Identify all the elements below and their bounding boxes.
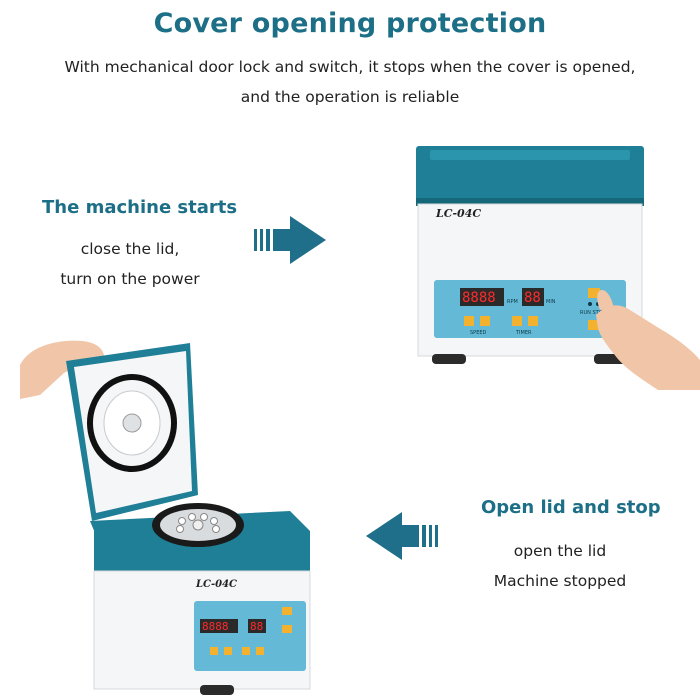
machine-starts-heading: The machine starts: [42, 197, 238, 218]
runstop-label: RUN STOP: [580, 310, 606, 316]
open-lid-line-1: open the lid: [513, 542, 607, 560]
timer-up-button[interactable]: [512, 316, 522, 326]
speed-display-top: 8888: [462, 290, 496, 306]
stop-button[interactable]: [588, 320, 600, 330]
machine-starts-line-1: close the lid,: [80, 240, 180, 258]
min-label: MIN: [546, 299, 556, 305]
centrifuge-open-image: LC-04C 8888 88: [20, 340, 311, 695]
arrow-right-icon: [254, 216, 326, 264]
speed-down-button[interactable]: [480, 316, 490, 326]
page-title: Cover opening protection: [153, 8, 547, 39]
speed-display-bottom: 8888: [202, 620, 229, 633]
centrifuge-closed-image: LC-04C 8888 RPM 88 MIN SPEED TIMER RUN S…: [416, 146, 700, 390]
model-label-bottom: LC-04C: [195, 579, 237, 590]
open-lid-heading: Open lid and stop: [481, 497, 661, 518]
subtitle-line-2: and the operation is reliable: [240, 88, 460, 106]
time-display-bottom: 88: [250, 620, 263, 633]
speed-label: SPEED: [470, 330, 487, 336]
time-display-top: 88: [524, 290, 541, 306]
subtitle-line-1: With mechanical door lock and switch, it…: [64, 58, 636, 76]
timer-label: TIMER: [515, 330, 532, 336]
speed-up-button[interactable]: [464, 316, 474, 326]
timer-down-button[interactable]: [528, 316, 538, 326]
arrow-left-icon: [366, 512, 438, 560]
rpm-label: RPM: [507, 299, 518, 305]
open-lid-line-2: Machine stopped: [493, 572, 627, 590]
model-label-top: LC-04C: [435, 207, 481, 220]
machine-starts-line-2: turn on the power: [60, 270, 200, 288]
run-button[interactable]: [588, 288, 600, 298]
